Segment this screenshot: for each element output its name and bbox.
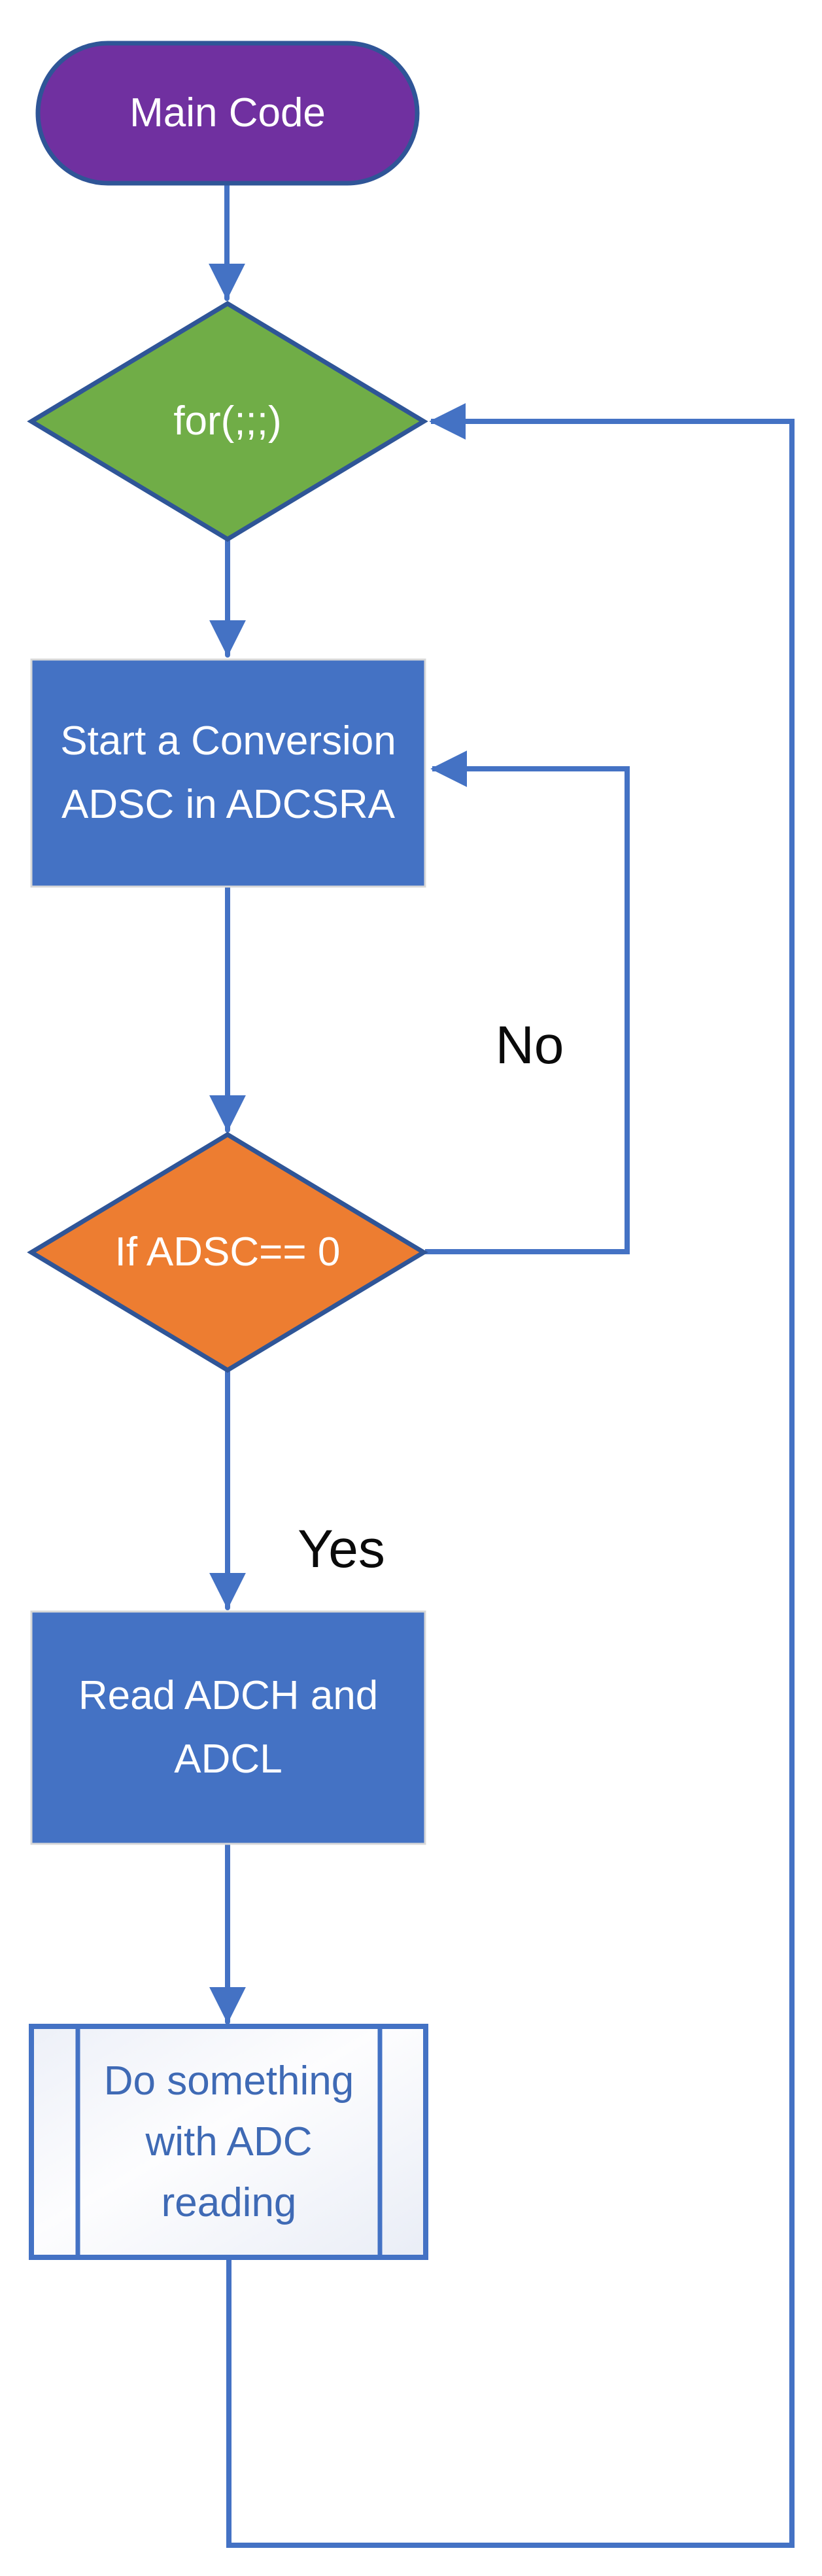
process-start-conversion: [30, 658, 426, 888]
terminator-main-code: [35, 41, 420, 186]
edge-outer-loopback: [226, 403, 795, 2548]
decision-if-adsc-zero: [27, 1131, 428, 1373]
predefined-process-body: [29, 2024, 428, 2260]
edge-no-loopback: [425, 750, 630, 1254]
predefined-process-do-something: [29, 2024, 428, 2260]
process-read-adch-adcl: [30, 1610, 426, 1845]
decision-for-loop: [27, 300, 428, 542]
